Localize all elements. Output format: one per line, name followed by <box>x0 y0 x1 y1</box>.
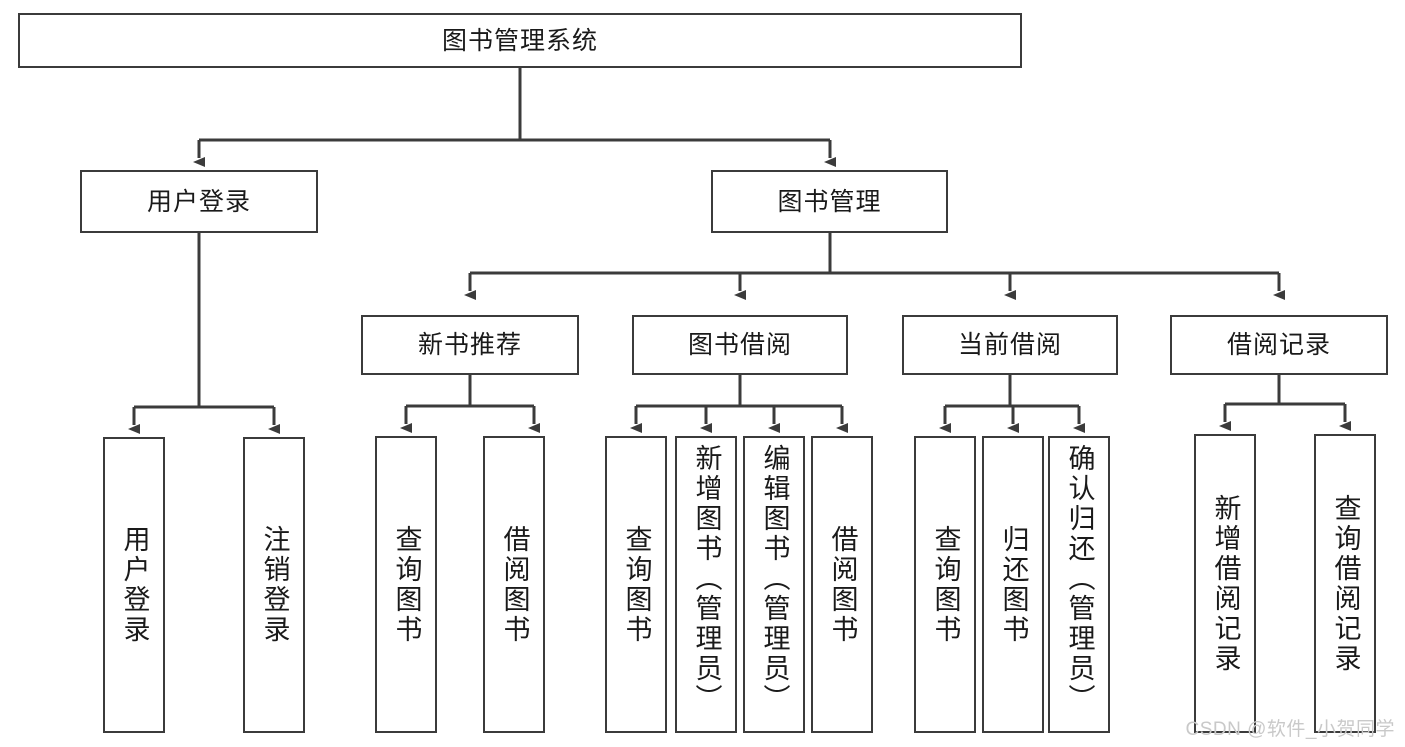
node-label: 图书管理 <box>777 187 882 216</box>
node-label: 查询图书 <box>391 524 422 645</box>
node-new-book-recommend[interactable]: 新书推荐 <box>361 315 579 375</box>
node-root-system[interactable]: 图书管理系统 <box>18 13 1022 68</box>
node-label: 借阅图书 <box>827 524 858 645</box>
node-label: 编辑图书（管理员） <box>759 444 790 714</box>
leaf-record-query-borrow-record[interactable]: 查询借阅记录 <box>1314 434 1376 733</box>
node-label: 查询图书 <box>621 524 652 645</box>
node-book-management[interactable]: 图书管理 <box>711 170 948 233</box>
leaf-record-add-borrow-record[interactable]: 新增借阅记录 <box>1194 434 1256 733</box>
leaf-borrow-borrow-book[interactable]: 借阅图书 <box>811 436 873 733</box>
node-label: 图书借阅 <box>687 331 792 359</box>
leaf-user-login-signout[interactable]: 注销登录 <box>243 437 305 733</box>
leaf-user-login-signin[interactable]: 用户登录 <box>103 437 165 733</box>
node-label: 新书推荐 <box>417 331 522 359</box>
node-label: 新增借阅记录 <box>1210 493 1241 674</box>
watermark-text: CSDN @软件_小贺同学 <box>1185 719 1395 740</box>
leaf-borrow-add-book-admin[interactable]: 新增图书（管理员） <box>675 436 737 733</box>
leaf-borrow-query-book[interactable]: 查询图书 <box>605 436 667 733</box>
leaf-recommend-query-book[interactable]: 查询图书 <box>375 436 437 733</box>
node-label: 借阅记录 <box>1226 331 1331 359</box>
node-label: 查询借阅记录 <box>1330 493 1361 674</box>
node-user-login[interactable]: 用户登录 <box>80 170 318 233</box>
node-label: 归还图书 <box>998 524 1029 645</box>
node-label: 图书管理系统 <box>441 26 598 55</box>
node-label: 新增图书（管理员） <box>691 444 722 714</box>
node-label: 借阅图书 <box>499 524 530 645</box>
node-label: 查询图书 <box>930 524 961 645</box>
node-label: 确认归还（管理员） <box>1064 444 1095 714</box>
node-book-borrow[interactable]: 图书借阅 <box>632 315 848 375</box>
node-label: 当前借阅 <box>957 331 1062 359</box>
node-borrow-record[interactable]: 借阅记录 <box>1170 315 1388 375</box>
leaf-current-query-book[interactable]: 查询图书 <box>914 436 976 733</box>
leaf-current-confirm-return-admin[interactable]: 确认归还（管理员） <box>1048 436 1110 733</box>
leaf-recommend-borrow-book[interactable]: 借阅图书 <box>483 436 545 733</box>
node-label: 用户登录 <box>119 525 150 645</box>
leaf-borrow-edit-book-admin[interactable]: 编辑图书（管理员） <box>743 436 805 733</box>
node-label: 用户登录 <box>146 187 251 216</box>
node-current-borrow[interactable]: 当前借阅 <box>902 315 1118 375</box>
node-label: 注销登录 <box>259 525 290 645</box>
leaf-current-return-book[interactable]: 归还图书 <box>982 436 1044 733</box>
